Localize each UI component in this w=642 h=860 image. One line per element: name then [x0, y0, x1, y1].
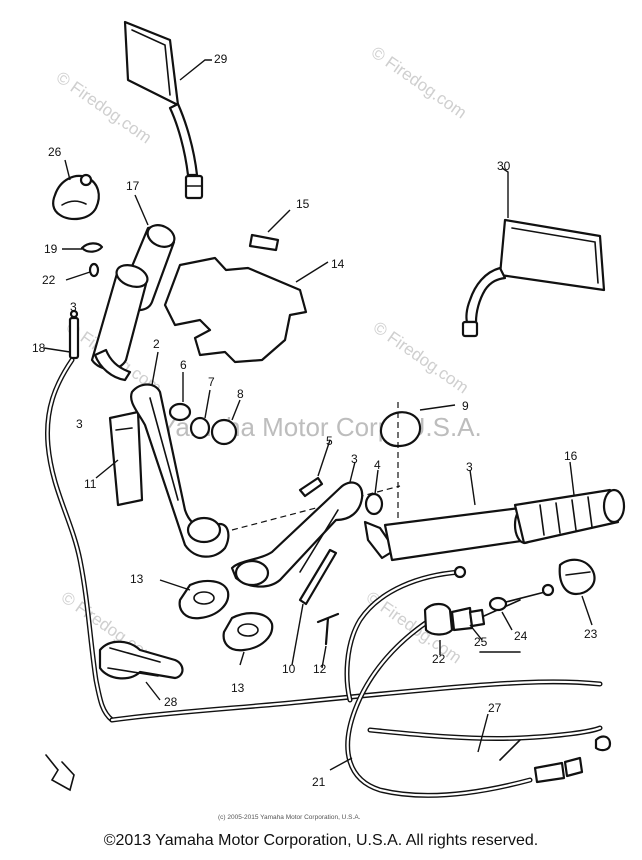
- watermark-site-2: © Firedog.com: [368, 43, 470, 123]
- callout-3-right: 3: [466, 460, 473, 474]
- bolts-5-4: [298, 439, 384, 516]
- callout-11: 11: [84, 477, 97, 491]
- callout-10: 10: [282, 662, 296, 676]
- callout-6: 6: [180, 358, 187, 372]
- callout-26: 26: [48, 145, 62, 159]
- lever-right: [230, 461, 364, 588]
- callout-7: 7: [208, 375, 215, 389]
- callout-12: 12: [313, 662, 327, 676]
- callout-24: 24: [514, 629, 528, 643]
- small-parts-19-22: [62, 242, 104, 281]
- callout-3-left: 3: [76, 417, 83, 431]
- callout-15: 15: [296, 197, 310, 211]
- boot-13-upper: [159, 579, 230, 620]
- bracket-14: [163, 256, 329, 364]
- callout-22-left: 22: [42, 273, 56, 287]
- cable-end-18: [43, 309, 80, 360]
- callout-4: 4: [374, 458, 381, 472]
- lever-left: [95, 351, 230, 558]
- callout-3-top: 3: [70, 300, 77, 314]
- callouts: 29 26 17 30 15 19 22 14 3 18 2 6 7 8 3 9…: [32, 52, 598, 789]
- callout-25: 25: [474, 635, 488, 649]
- callout-23: 23: [584, 627, 598, 641]
- callout-19: 19: [44, 242, 58, 256]
- clamp-28: [98, 640, 184, 701]
- watermark-site-4: © Firedog.com: [370, 318, 472, 398]
- cable-left: [44, 357, 603, 792]
- callout-16: 16: [564, 449, 578, 463]
- copyright-notice: ©2013 Yamaha Motor Corporation, U.S.A. A…: [103, 832, 539, 849]
- callout-3-mid: 3: [351, 452, 358, 466]
- callout-18: 18: [32, 341, 46, 355]
- parts-10-12: [291, 548, 340, 669]
- callout-5: 5: [326, 434, 333, 448]
- clip-15: [248, 209, 291, 252]
- switch-26: [52, 159, 100, 221]
- throttle-cables: [329, 558, 612, 798]
- callout-21: 21: [312, 775, 326, 789]
- callout-9: 9: [462, 399, 469, 413]
- callout-13-lower: 13: [231, 681, 245, 695]
- callout-28: 28: [164, 695, 178, 709]
- callout-17: 17: [126, 179, 140, 193]
- callout-2: 2: [153, 337, 160, 351]
- mirror-left: [123, 20, 212, 200]
- callout-29: 29: [214, 52, 228, 66]
- cap-9: [379, 404, 456, 448]
- callout-27: 27: [488, 701, 502, 715]
- callout-14: 14: [331, 257, 345, 271]
- small-parts-6-7-8: [168, 372, 241, 446]
- throttle-grip: [363, 461, 626, 562]
- callout-30: 30: [497, 159, 511, 173]
- grip-left: [90, 194, 176, 382]
- callout-8: 8: [237, 387, 244, 401]
- boot-13-lower: [222, 612, 274, 666]
- image-credit: (c) 2005-2015 Yamaha Motor Corporation, …: [218, 814, 361, 821]
- callout-13-upper: 13: [130, 572, 144, 586]
- mirror-right: [461, 167, 606, 338]
- callout-22-right: 22: [432, 652, 446, 666]
